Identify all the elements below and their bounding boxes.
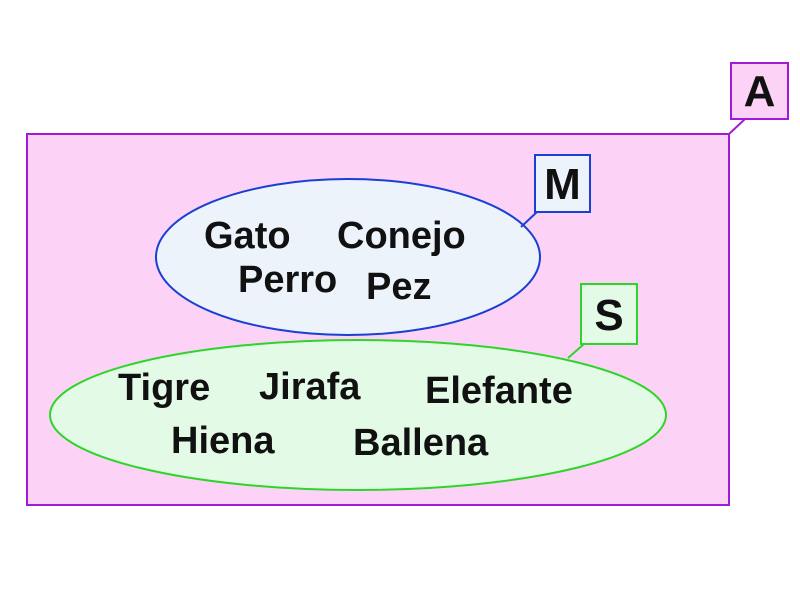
set-s-element: Elefante	[425, 370, 573, 412]
set-s-element: Tigre	[118, 367, 210, 409]
universe-label: A	[744, 67, 776, 116]
set-s-label-connector	[567, 343, 585, 359]
set-s-label-box	[580, 283, 638, 345]
set-m-label-box	[534, 154, 591, 213]
set-s-label: S	[594, 291, 623, 340]
set-m-label: M	[544, 160, 581, 209]
set-s-element: Hiena	[171, 420, 275, 462]
universe-label-box	[730, 62, 789, 120]
set-m-element: Conejo	[337, 215, 466, 257]
set-m-ellipse	[155, 178, 541, 336]
set-m-element: Perro	[238, 259, 337, 301]
set-m-label-connector	[520, 210, 539, 228]
universe-label-connector	[728, 118, 746, 135]
set-m-element: Pez	[366, 266, 431, 308]
set-s-ellipse	[49, 339, 667, 491]
set-s-element: Ballena	[353, 422, 489, 464]
set-m-element: Gato	[204, 215, 291, 257]
set-s-element: Jirafa	[259, 366, 361, 408]
